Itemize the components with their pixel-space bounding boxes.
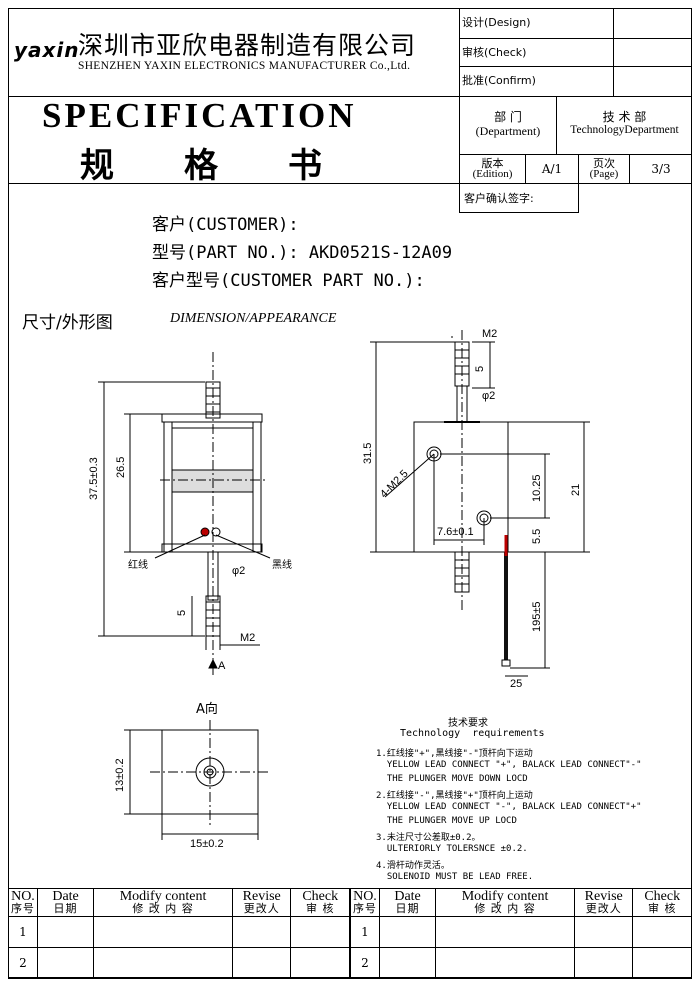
requirements-title-en: Technology requirements <box>400 728 545 739</box>
part-no-line: 型号(PART NO.): AKD0521S-12A09 <box>152 243 453 263</box>
view-a-width-dim: 15±0.2 <box>190 838 224 850</box>
dimension-title-cn: 尺寸/外形图 <box>22 313 113 333</box>
header-bottom-line <box>8 183 692 184</box>
right-height-dim: 31.5 <box>362 442 374 464</box>
page-cn: 页次 <box>593 157 615 170</box>
department-cn: 部 门 <box>494 110 522 124</box>
req-line: YELLOW LEAD CONNECT "-", BALACK LEAD CON… <box>376 802 642 812</box>
req-line: 4.滑杆动作灵活。 <box>376 861 450 871</box>
tech-dept-en: TechnologyDepartment <box>570 124 679 136</box>
edition-en: (Edition) <box>472 168 513 180</box>
req-line: YELLOW LEAD CONNECT "+", BALACK LEAD CON… <box>376 760 642 770</box>
header-divider <box>8 96 460 97</box>
view-a-bottom <box>124 720 270 840</box>
company-logo: yaxin <box>14 38 80 62</box>
left-thread-len: 5 <box>176 609 188 616</box>
check-label: 审核(Check) <box>462 46 527 59</box>
department-en: (Department) <box>475 124 541 138</box>
design-label: 设计(Design) <box>462 16 531 29</box>
customer-line: 客户(CUSTOMER): <box>152 215 299 235</box>
title-specification: SPECIFICATION <box>42 96 357 135</box>
left-view-solenoid <box>98 352 271 675</box>
req-line: THE PLUNGER MOVE UP LOCD <box>376 816 517 826</box>
rev-row-no: 1 <box>350 916 380 948</box>
dimension-title-en: DIMENSION/APPEARANCE <box>170 311 337 326</box>
rev-row-no: 2 <box>350 947 380 979</box>
view-a-arrow-label: A <box>218 660 226 672</box>
view-a-title: A向 <box>196 702 218 717</box>
black-wire-label: 黑线 <box>272 560 292 571</box>
view-a-height-dim: 13±0.2 <box>114 758 126 792</box>
header-right-divider <box>459 8 460 212</box>
company-name-en: SHENZHEN YAXIN ELECTRONICS MANUFACTURER … <box>78 60 411 72</box>
sign-column-line <box>613 8 614 96</box>
right-view-solenoid <box>370 330 590 677</box>
hole-spacing-dim: 10.25 <box>531 474 543 502</box>
req-line: ULTERIORLY TOLERSNCE ±0.2. <box>376 844 528 854</box>
hole-offset-dim: 7.6±0.1 <box>437 526 474 538</box>
strip-length-dim: 25 <box>510 678 523 690</box>
req-line: 2.红线接"-",黑线接"+"顶杆向上运动 <box>376 791 533 801</box>
red-wire-label: 红线 <box>128 560 148 571</box>
left-thread-label: M2 <box>240 632 256 644</box>
req-line: 3.未注尺寸公差取±0.2。 <box>376 833 481 843</box>
right-shaft-dia: φ2 <box>482 390 496 402</box>
requirements-title-cn: 技术要求 <box>448 718 488 729</box>
rev-header-no: NO.序号 <box>8 888 38 917</box>
company-name-cn: 深圳市亚欣电器制造有限公司 <box>78 31 417 60</box>
left-body-height-dim: 26.5 <box>115 456 127 478</box>
confirm-label: 批准(Confirm) <box>462 74 536 87</box>
page-en: (Page) <box>589 168 619 180</box>
tech-dept-cn: 技 术 部 <box>602 110 647 124</box>
rev-header-no: NO.序号 <box>350 888 380 917</box>
rev-row-no: 2 <box>8 947 38 979</box>
edition-cn: 版本 <box>481 157 504 170</box>
title-cn: 规格书 <box>80 146 392 186</box>
req-line: SOLENOID MUST BE LEAD FREE. <box>376 872 534 882</box>
right-thread-len: 5 <box>474 365 486 372</box>
left-shaft-dia: φ2 <box>232 565 246 577</box>
req-line: THE PLUNGER MOVE DOWN LOCD <box>376 774 528 784</box>
customer-sign-label: 客户确认签字: <box>464 192 534 205</box>
right-body-height-dim: 21 <box>570 483 582 496</box>
page-value: 3/3 <box>651 161 671 176</box>
wire-length-dim: 195±5 <box>531 601 543 632</box>
right-thread-label: M2 <box>482 328 498 340</box>
customer-part-line: 客户型号(CUSTOMER PART NO.): <box>152 271 425 291</box>
left-total-height-dim: 37.5±0.3 <box>88 457 100 500</box>
rev-row-no: 1 <box>8 916 38 948</box>
req-line: 1.红线接"+",黑线接"-"顶杆向下运动 <box>376 749 533 759</box>
bottom-offset-dim: 5.5 <box>531 528 543 544</box>
edition-value: A/1 <box>541 161 563 176</box>
page-frame <box>8 8 692 978</box>
